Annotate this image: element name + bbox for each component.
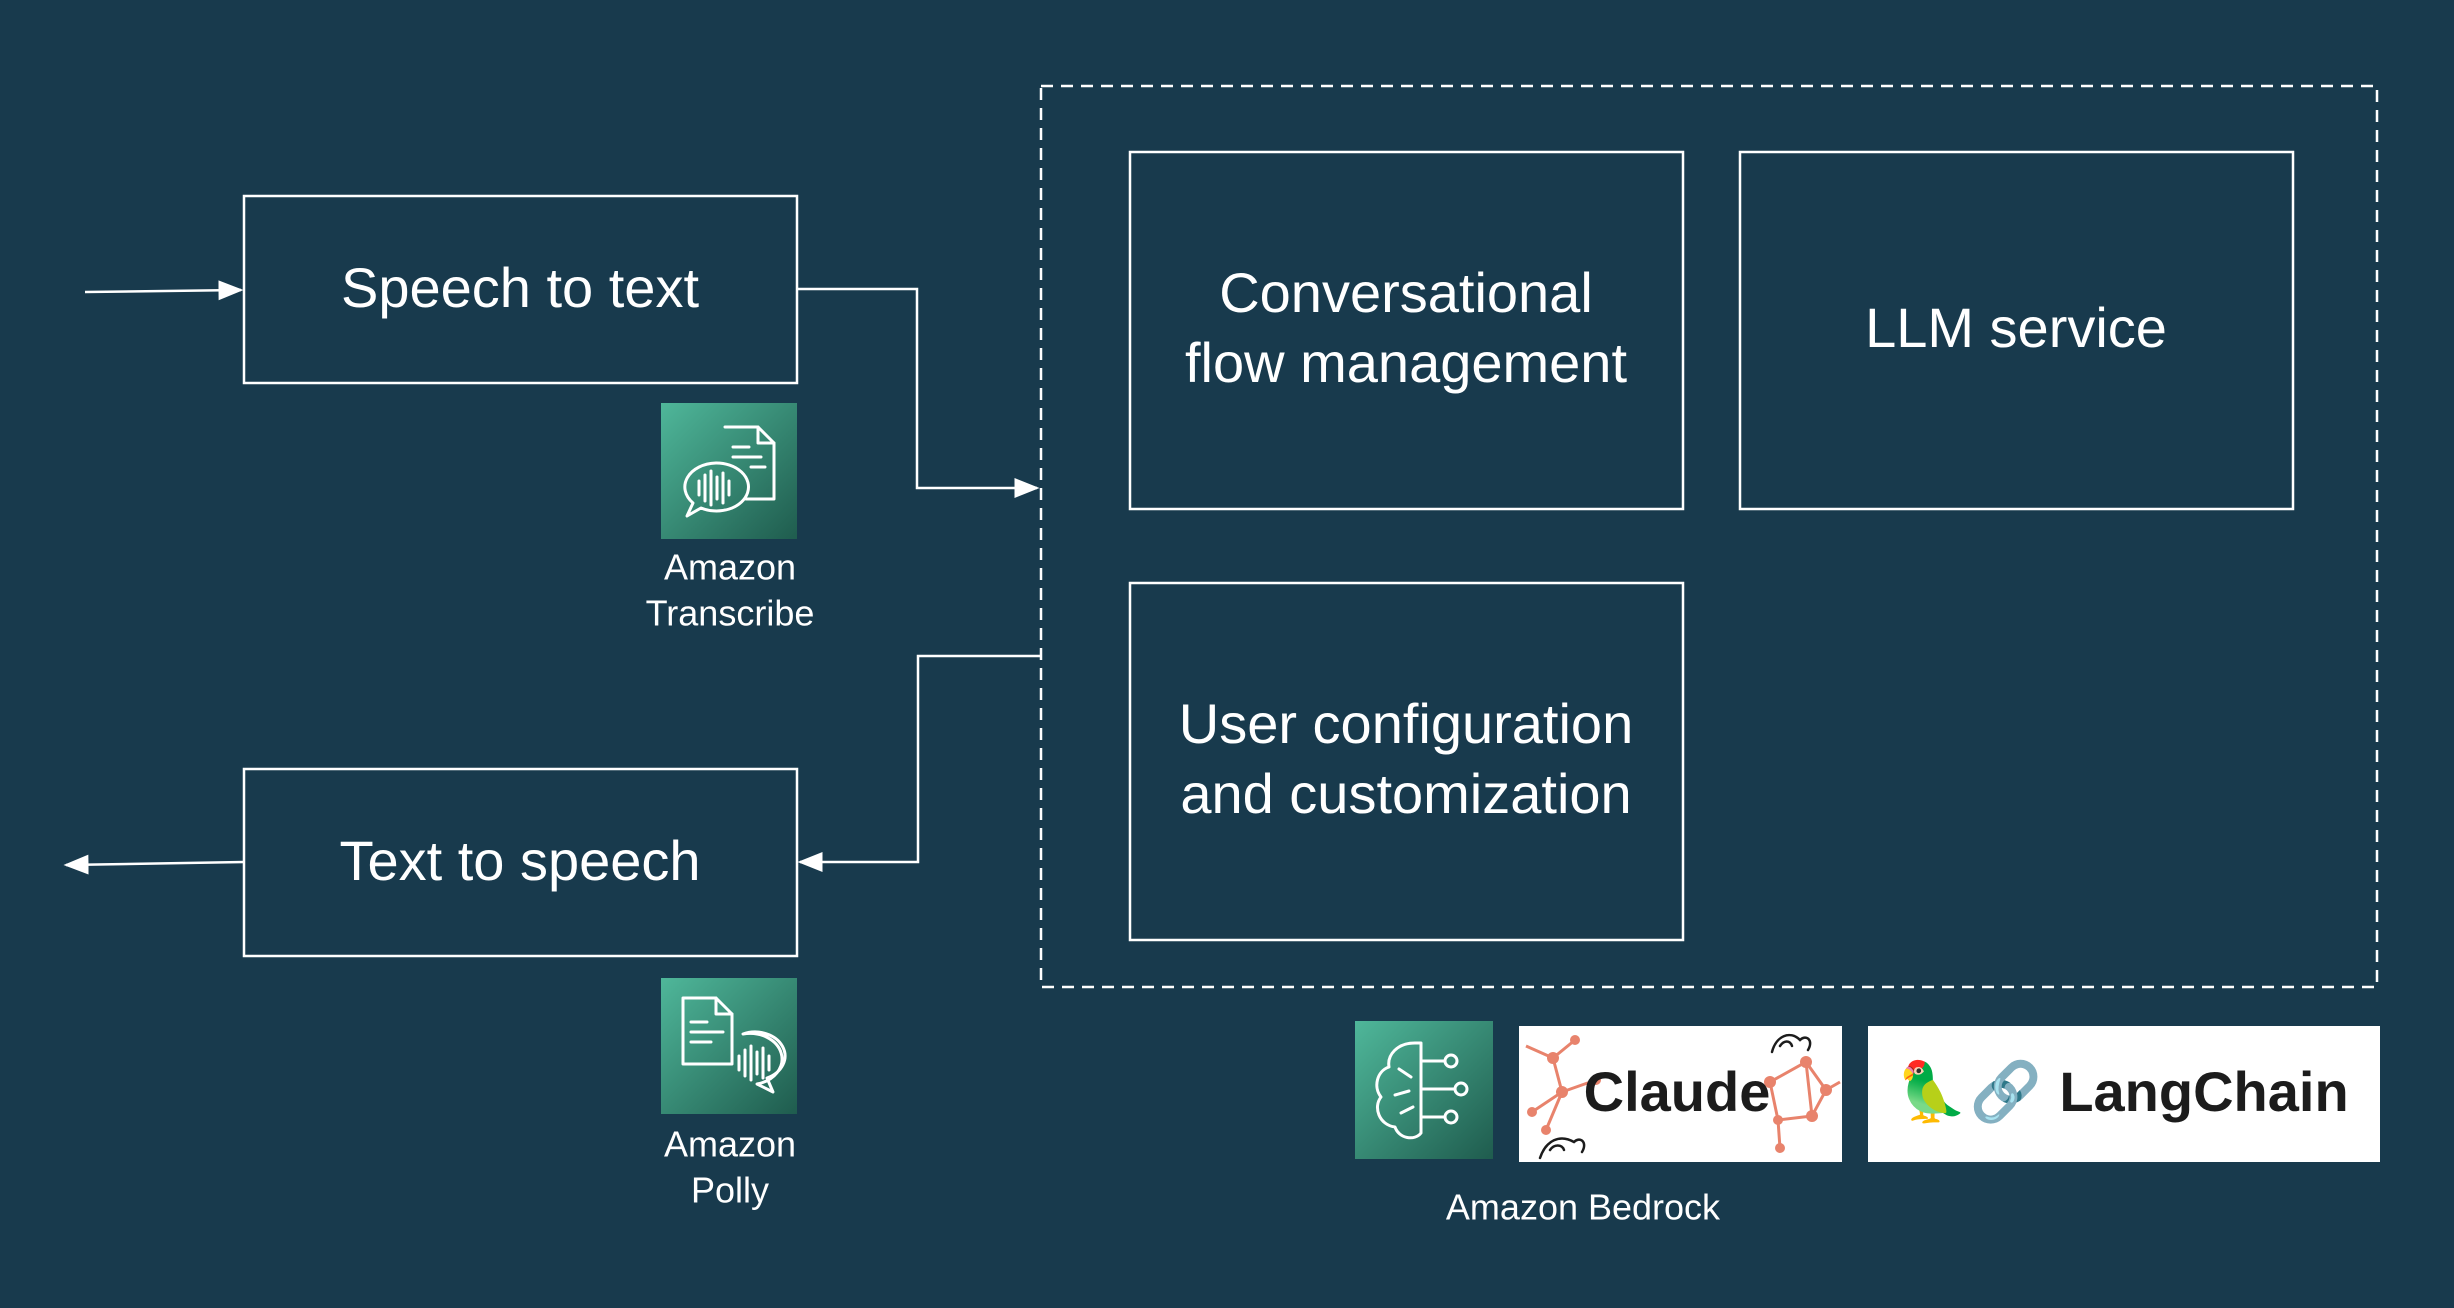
text-to-speech-box: Text to speech [242,767,799,958]
polly-icon [661,978,797,1114]
input-arrow [84,280,244,301]
speech-to-text-box: Speech to text [242,194,799,385]
claude-wordmark: Claude [1584,1060,1771,1123]
conversational-flow-label-line1: Conversational [1219,261,1593,324]
llm-service-label: LLM service [1865,296,2167,359]
user-configuration-label-line2: and customization [1180,762,1631,825]
claude-hand-doodles [1538,1033,1812,1160]
llm-service-box: LLM service [1738,150,2295,511]
claude-network-nodes [1527,1035,1832,1153]
langchain-logo: 🦜 🔗 LangChain [1868,1026,2380,1162]
chain-link-icon: 🔗 [1970,1056,2042,1126]
transcribe-label-line1: Amazon [664,547,796,588]
output-arrow [63,854,245,875]
bedrock-icon [1355,1021,1493,1159]
polly-label-line1: Amazon [664,1124,796,1165]
orchestrator-to-tts-arrow [797,654,1041,872]
speech-to-text-label: Speech to text [341,256,699,319]
parrot-icon: 🦜 [1896,1056,1968,1126]
user-configuration-box: User configuration and customization [1128,581,1685,942]
conversational-flow-box: Conversational flow management [1128,150,1685,511]
claude-logo: Claude [1519,1026,1842,1162]
stt-to-orchestrator-arrow [797,287,1040,498]
user-configuration-label-line1: User configuration [1179,692,1633,755]
transcribe-icon [661,403,797,539]
transcribe-label-line2: Transcribe [646,593,815,634]
langchain-wordmark: LangChain [2059,1060,2348,1123]
orchestration-container [1039,84,2379,989]
text-to-speech-label: Text to speech [339,829,700,892]
bedrock-label: Amazon Bedrock [1446,1187,1721,1228]
conversational-flow-label-line2: flow management [1185,331,1627,394]
polly-label-line2: Polly [691,1170,769,1211]
